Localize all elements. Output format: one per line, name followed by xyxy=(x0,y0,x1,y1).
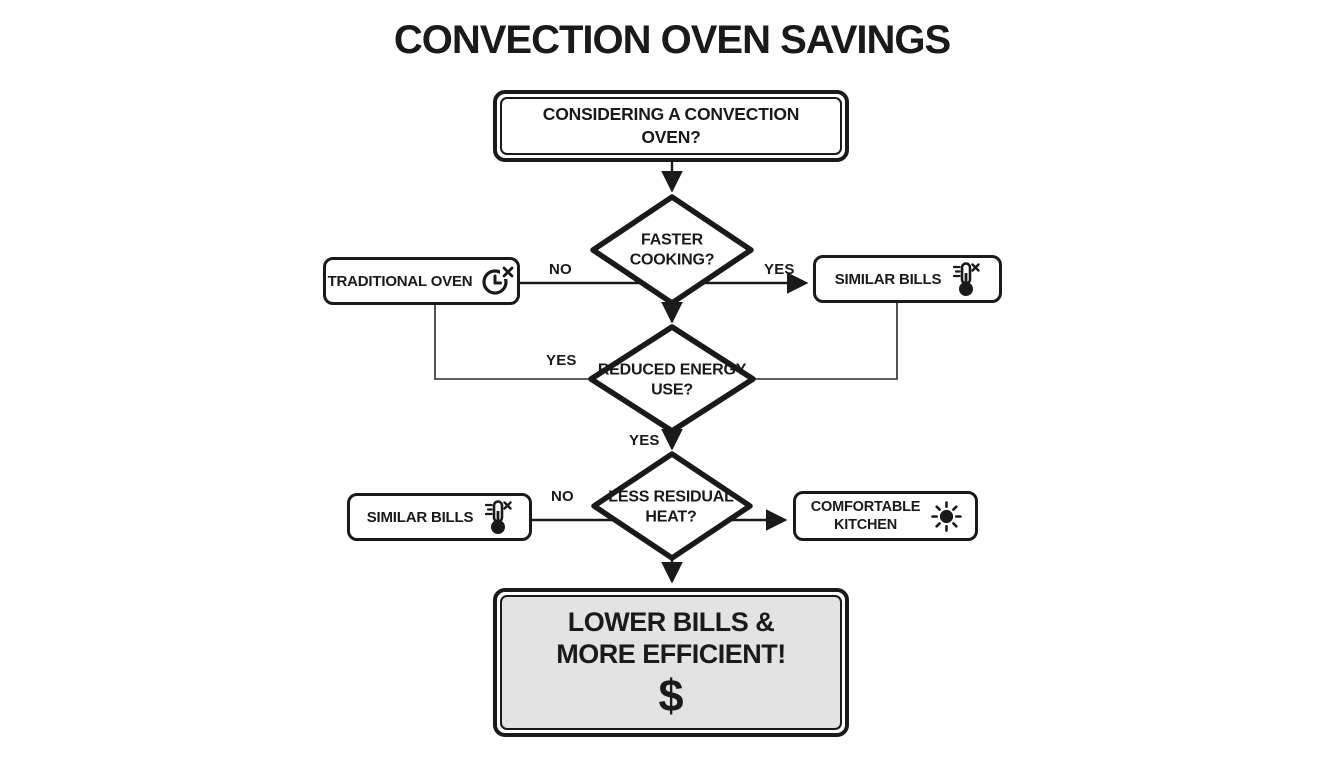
traditional-oven-label: TRADITIONAL OVEN xyxy=(327,272,473,290)
clock-x-icon xyxy=(482,265,516,295)
edge-label-no-faster: NO xyxy=(549,261,572,278)
edge-label-no-residual: NO xyxy=(551,488,574,505)
edge-traditional-to-reduced xyxy=(434,304,600,380)
result-line-2: MORE EFFICIENT! xyxy=(556,638,786,669)
outcome-similar-bills-top: SIMILAR BILLS xyxy=(813,255,1002,303)
page-title: CONVECTION OVEN SAVINGS xyxy=(393,18,951,62)
decision-label-less-residual-heat: LESS RESIDUAL HEAT? xyxy=(608,488,734,525)
thermometer-x-icon xyxy=(953,262,980,296)
edge-label-yes-reduced-down: YES xyxy=(629,432,660,449)
edge-label-yes-faster: YES xyxy=(764,261,795,278)
start-node: CONSIDERING A CONVECTION OVEN? xyxy=(493,90,849,162)
result-line-1: LOWER BILLS & xyxy=(567,606,775,637)
decision-label-reduced-energy: REDUCED ENERGY USE? xyxy=(597,361,747,398)
edge-similarbills-to-reduced xyxy=(745,302,898,380)
decision-reduced-energy xyxy=(588,324,756,434)
decision-less-residual-heat xyxy=(591,451,753,561)
edge-label-yes-reduced-left: YES xyxy=(546,352,577,369)
dollar-sign-icon: $ xyxy=(658,670,684,722)
start-node-label: CONSIDERING A CONVECTION OVEN? xyxy=(542,104,800,147)
decision-label-faster-cooking: FASTER COOKING? xyxy=(629,231,715,268)
decision-faster-cooking xyxy=(590,194,754,306)
sun-icon xyxy=(930,500,962,532)
similar-bills-top-label: SIMILAR BILLS xyxy=(834,270,942,288)
outcome-traditional-oven: TRADITIONAL OVEN xyxy=(323,257,520,305)
outcome-comfortable-kitchen: COMFORTABLE KITCHEN xyxy=(793,491,978,541)
result-node: LOWER BILLS & MORE EFFICIENT! $ xyxy=(493,588,849,737)
thermometer-x-icon xyxy=(485,500,512,534)
comfortable-kitchen-label: COMFORTABLE KITCHEN xyxy=(810,498,921,533)
similar-bills-left-label: SIMILAR BILLS xyxy=(366,508,474,526)
outcome-similar-bills-left: SIMILAR BILLS xyxy=(347,493,532,541)
